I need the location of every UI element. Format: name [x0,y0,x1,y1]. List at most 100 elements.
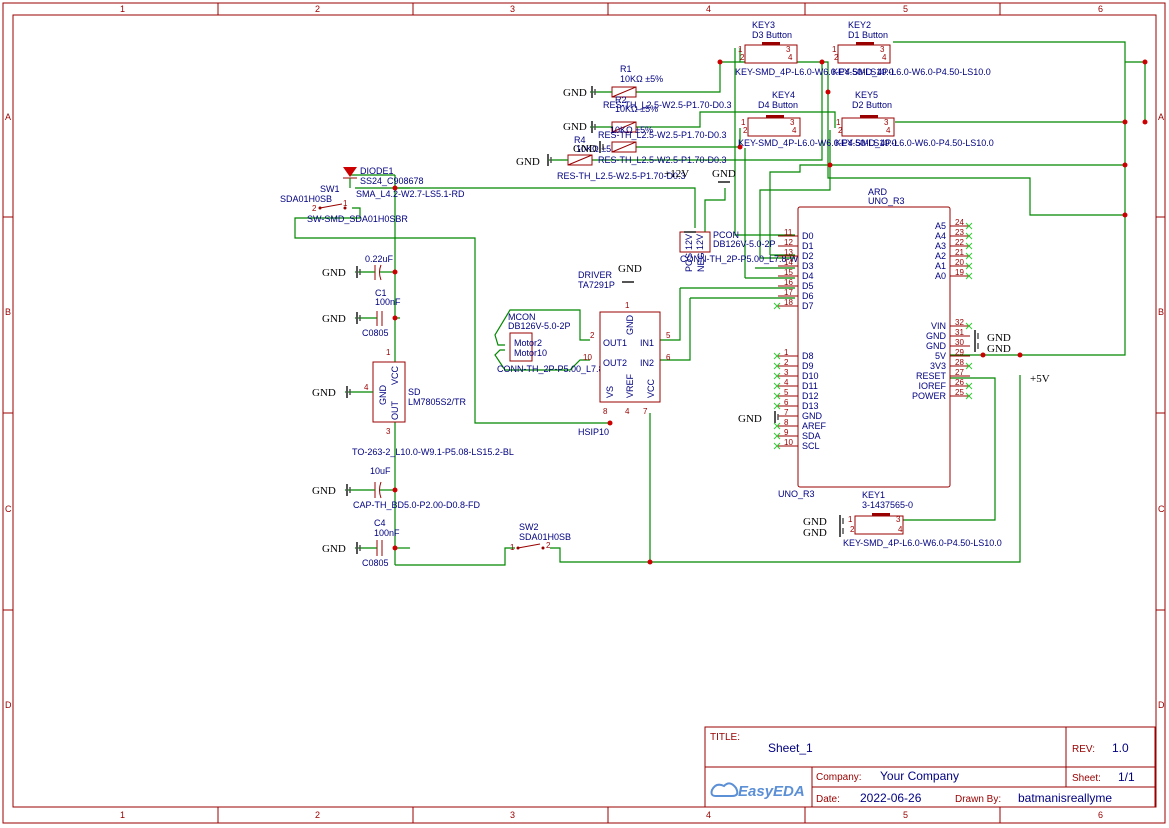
capacitor-c4: C4 100nF GND C0805 [322,518,400,568]
ard-pin-number: 29 [955,348,964,357]
mcon-value: DB126V-5.0-2P [508,321,571,331]
c4-ref: C4 [374,518,386,528]
key1-value: 3-1437565-0 [862,500,913,510]
driver-ref: DRIVER [578,270,613,280]
svg-text:1: 1 [848,515,853,524]
r3-package: RES-TH_L2.5-W2.5-P1.70-D0.3 [598,130,727,140]
r1-package: RES-TH_L2.5-W2.5-P1.70-D0.3 [603,100,732,110]
diode1: DIODE1 SS24_C908678 SMA_L4.2-W2.7-LS5.1-… [343,166,465,199]
ard-pin-label: D5 [802,281,814,291]
key2-button: KEY2 D1 Button 12 34 KEY-SMD_4P-L6.0-W6.… [832,20,991,77]
resistor-r1: R1 10KΩ ±5% GND RES-TH_L2.5-W2.5-P1.70-D… [563,64,732,110]
c1-value: 100nF [375,297,401,307]
key3-value: D3 Button [752,30,792,40]
r1-value: 10KΩ ±5% [620,74,663,84]
drawn-by-label: Drawn By: [955,794,1001,805]
company-value: Your Company [880,769,959,783]
c1-ref: C1 [375,288,387,298]
ard-pin-number: 18 [784,298,793,307]
key1-button: KEY1 3-1437565-0 12 34 KEY-SMD_4P-L6.0-W… [803,490,1002,548]
ard-pin-label: D11 [802,381,818,391]
ard-pin-number: 27 [955,368,964,377]
rev-value: 1.0 [1112,741,1129,755]
key1-package: KEY-SMD_4P-L6.0-W6.0-P4.50-LS10.0 [843,538,1002,548]
svg-text:3: 3 [880,45,885,54]
svg-text:4: 4 [886,126,891,135]
key2-value: D1 Button [848,30,888,40]
gnd-net-label: GND [618,263,642,275]
svg-text:1: 1 [836,118,841,127]
svg-text:4: 4 [364,383,369,392]
gnd-net-label: GND [322,313,346,325]
col-label: 2 [315,810,320,820]
ard-pin-label: AREF [802,421,827,431]
row-label: B [5,307,11,317]
sheet-title: Sheet_1 [768,741,813,755]
row-label: C [5,504,12,514]
col-label: 1 [120,4,125,14]
col-label: 6 [1098,810,1103,820]
row-label: A [1158,112,1164,122]
key5-value: D2 Button [852,100,892,110]
svg-text:2: 2 [590,331,595,340]
svg-text:4: 4 [625,407,630,416]
key1-ref: KEY1 [862,490,885,500]
ard-pin-number: 9 [784,428,789,437]
sd-pin-gnd: GND [378,385,388,406]
key5-ref: KEY5 [855,90,878,100]
resistor-r4: R4 10KΩ ±5% GND RES-TH_L2.5-W2.5-P1.70-D… [516,135,727,181]
pcon-neg: NEG [696,252,706,272]
key3-button: KEY3 D3 Button 12 34 KEY-SMD_4P-L6.0-W6.… [735,20,894,77]
ard-pin-label: A0 [935,271,946,281]
ard-pin-label: VIN [931,321,946,331]
ard-pin-number: 11 [784,228,793,237]
ard-pin-label: D13 [802,401,819,411]
driver-package: HSIP10 [578,427,609,437]
svg-text:1: 1 [625,301,630,310]
key4-ref: KEY4 [772,90,795,100]
ard-pin-label: SDA [802,431,821,441]
ard-pin-number: 21 [955,248,964,257]
ard-pin-label: RESET [916,371,947,381]
gnd-net-label: GND [563,121,587,133]
ard-pin-number: 16 [784,278,793,287]
key2-ref: KEY2 [848,20,871,30]
ard-pin-number: 25 [955,388,964,397]
c4-value: 100nF [374,528,400,538]
r4-value: 10KΩ ±5% [576,144,619,154]
ard-pin-number: 24 [955,218,964,227]
ard-pin-number: 13 [784,248,793,257]
row-label: D [1158,700,1165,710]
svg-text:1: 1 [343,199,348,208]
ard-pin-label: D2 [802,251,814,261]
resistor-r2: R2 10KΩ ±5% [615,95,658,114]
sw1-ref: SW1 [320,184,340,194]
svg-text:3: 3 [884,118,889,127]
ard-pin-number: 14 [784,258,793,267]
svg-text:2: 2 [740,53,745,62]
svg-text:6: 6 [666,353,671,362]
row-label: C [1158,504,1165,514]
ard-pin-number: 3 [784,368,789,377]
svg-text:2: 2 [838,126,843,135]
gnd-net-label: GND [322,543,346,555]
driver-pin-in1: IN1 [640,338,654,348]
gnd-net-label: GND [987,343,1011,355]
cap-10u-package: CAP-TH_BD5.0-P2.00-D0.8-FD [353,500,481,510]
ard-pin-number: 26 [955,378,964,387]
pcon-pos: POS [684,253,694,272]
